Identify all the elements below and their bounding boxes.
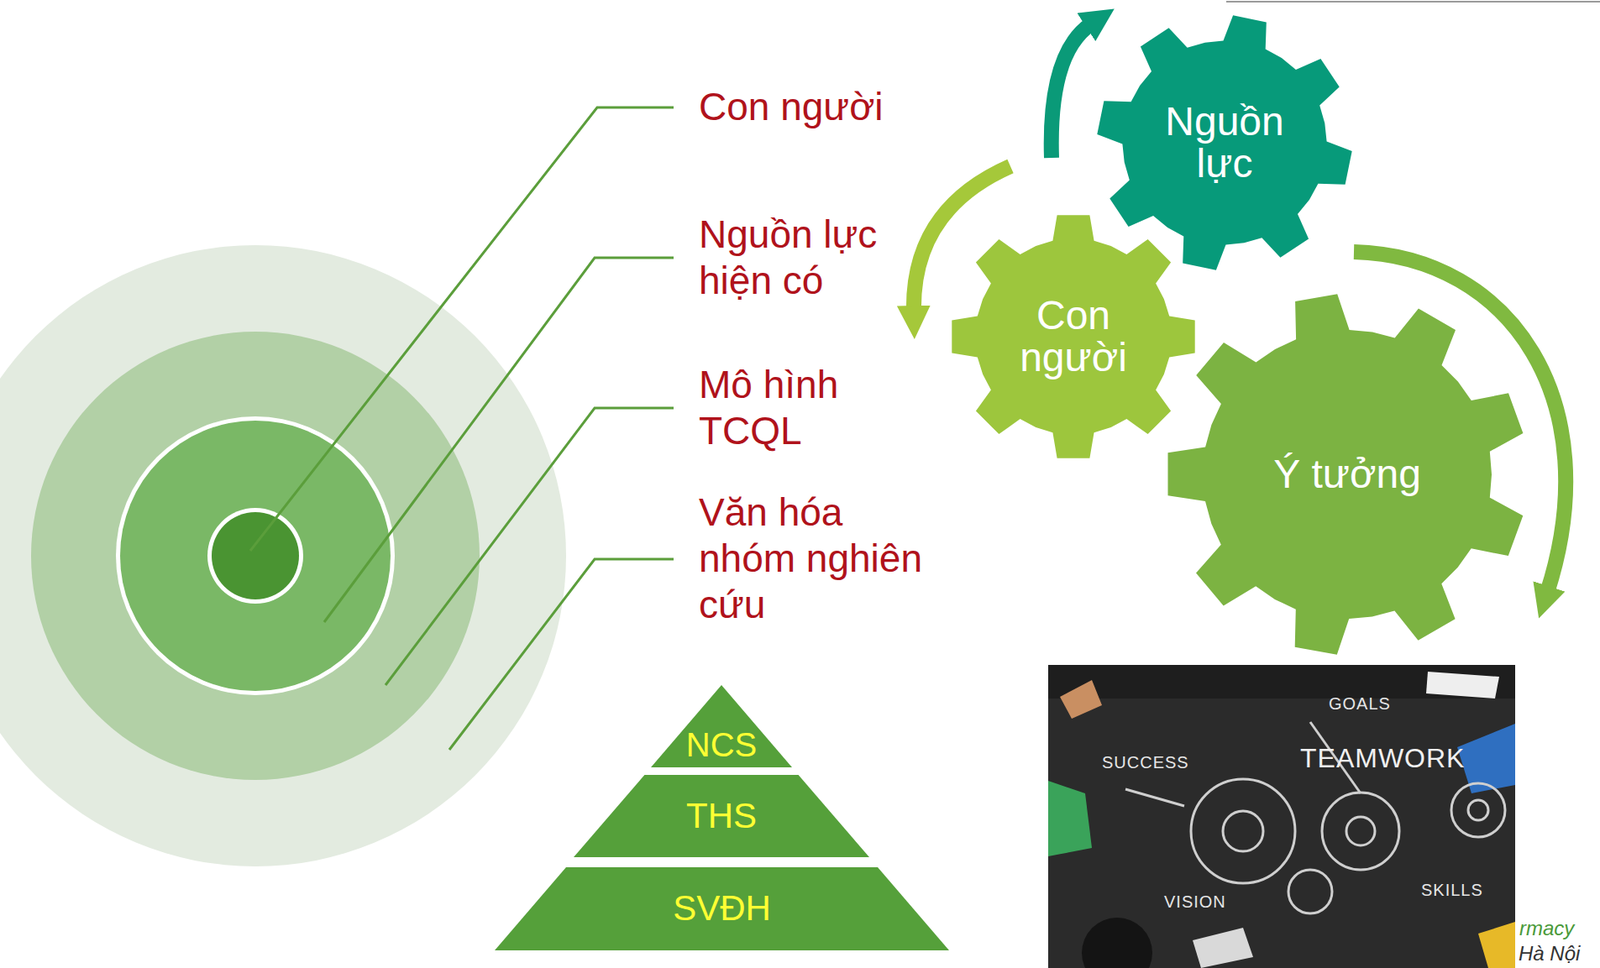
circle-label: Văn hóa nhóm nghiên cứu [698,489,939,630]
outer-ring [0,245,567,867]
photo-head [1081,918,1153,968]
watermark: Hà Nội [1518,942,1596,967]
tier-outline [573,775,870,858]
tier-label: SVĐH [672,890,772,928]
photo-paper [1426,671,1500,699]
gear-label: Ý tưởng [1221,453,1474,496]
gear-node: Ý tưởng [1166,293,1528,656]
chalk-word: SKILLS [1421,880,1506,901]
node-text-box: Nguồn lực [1153,100,1296,186]
node-text-box: THS [686,797,757,835]
chalk-gears [1125,722,1506,914]
gear-label: Con người [1001,294,1145,380]
node-text-box: Con người [1001,294,1145,380]
node-text-box: NCS [686,727,757,763]
gear-outline [1168,293,1524,655]
tier-outline [494,867,950,951]
photo-shadow [1048,665,1516,699]
tier-label: THS [686,797,757,835]
second-ring [31,331,480,781]
gear-label: Nguồn lực [1153,100,1296,186]
tier-label: NCS [686,727,757,763]
chalk-word: GOALS [1328,693,1422,714]
header-rule [1226,0,1600,3]
pyramid-tier: SVĐH [494,867,950,951]
pyramid-tier: THS [573,775,870,858]
third-ring [120,420,391,692]
chalk-word: TEAMWORK [1300,742,1485,775]
node-text-box: Ý tưởng [1221,453,1474,496]
watermark: rmacy [1519,917,1595,942]
photo-sleeve [1478,922,1516,968]
gear-node: Nguồn lực [1096,15,1353,271]
pyramid-tier: NCS [650,685,793,768]
gear-outline [1096,15,1352,270]
circle-label: Con người [698,83,951,131]
ring-border [207,508,304,604]
photo-sleeve [1048,781,1092,857]
gear-node: Con người [950,214,1197,460]
circle-label: Nguồn lực hiện có [698,211,918,305]
cycle-arrow [1051,23,1092,158]
tier-outline [650,685,793,768]
photo-sleeve [1457,723,1516,794]
leader-line [449,559,674,751]
gear-outline [951,215,1195,458]
photo-paper [1192,928,1254,968]
chalk-word: VISION [1164,891,1249,913]
chalk-word: SUCCESS [1101,752,1203,773]
node-text-box: SVĐH [672,890,772,928]
leader-line [250,107,674,551]
leader-line [324,257,674,623]
circle-label: Mô hình TCQL [698,361,918,455]
photo-hand [1059,680,1102,719]
ring-border [115,416,395,696]
core-circle [211,512,300,600]
